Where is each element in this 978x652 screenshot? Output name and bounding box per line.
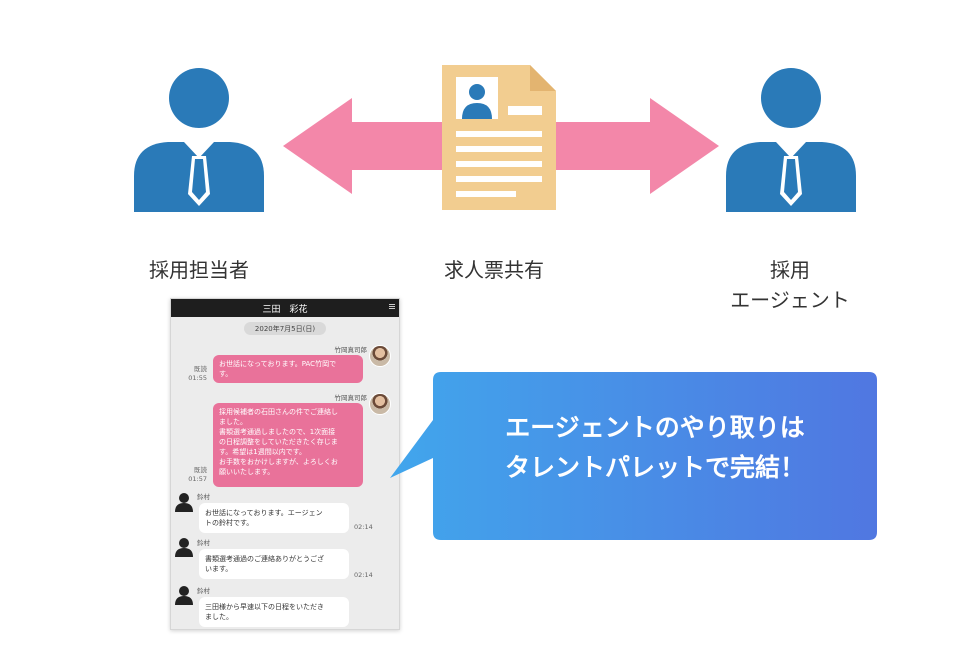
agent-avatar-icon — [175, 493, 193, 512]
message-bubble-out: お世話になっております。PAC竹岡です。 — [213, 355, 363, 383]
message-time: 02:14 — [354, 571, 373, 579]
message-sender: 鈴村 — [197, 539, 210, 547]
chat-date: 2020年7月5日(日) — [244, 322, 326, 335]
callout-box — [390, 372, 877, 540]
sender-avatar — [369, 393, 391, 415]
callout-line-2: タレントパレットで完結！ — [504, 453, 805, 482]
message-bubble-in: 三田様から早速以下の日程をいただきました。 — [199, 597, 349, 627]
message-sender: 鈴村 — [197, 493, 210, 501]
chat-contact-name: 三田 彩花 — [262, 304, 308, 315]
message-bubble-in: 書類選考通過のご連絡ありがとうございます。 — [199, 549, 349, 579]
agent-person-icon — [726, 66, 856, 212]
message-sender: 鈴村 — [197, 587, 210, 595]
chat-screen: 三田 彩花 2020年7月5日(日) 竹岡真司郎 お世話になっております。PAC… — [170, 298, 400, 630]
message-sender: 竹岡真司郎 — [334, 394, 368, 402]
message-bubble-out: 採用候補者の石田さんの件でご連絡し ました。 書類選考通過しましたので、1次面接… — [213, 403, 363, 487]
job-document-icon — [442, 65, 556, 210]
message-sender: 竹岡真司郎 — [334, 346, 368, 354]
job-share-label: 求人票共有 — [444, 258, 544, 282]
agent-label-line2: エージェント — [730, 288, 850, 312]
callout-line-1: エージェントのやり取りは — [505, 413, 805, 442]
recruiter-label: 採用担当者 — [149, 258, 249, 282]
chat-header: 三田 彩花 — [171, 299, 399, 317]
share-arrow-diagram — [283, 65, 719, 210]
recruiter-person-icon — [134, 66, 264, 212]
message-time: 02:14 — [354, 523, 373, 531]
agent-label-line1: 採用 — [770, 258, 810, 282]
callout-message: エージェントのやり取りは タレントパレットで完結！ — [433, 408, 877, 488]
sender-avatar — [369, 345, 391, 367]
agent-avatar-icon — [175, 538, 193, 557]
message-bubble-in: お世話になっております。エージェントの鈴村です。 — [199, 503, 349, 533]
agent-avatar-icon — [175, 586, 193, 605]
menu-icon[interactable] — [389, 304, 395, 310]
